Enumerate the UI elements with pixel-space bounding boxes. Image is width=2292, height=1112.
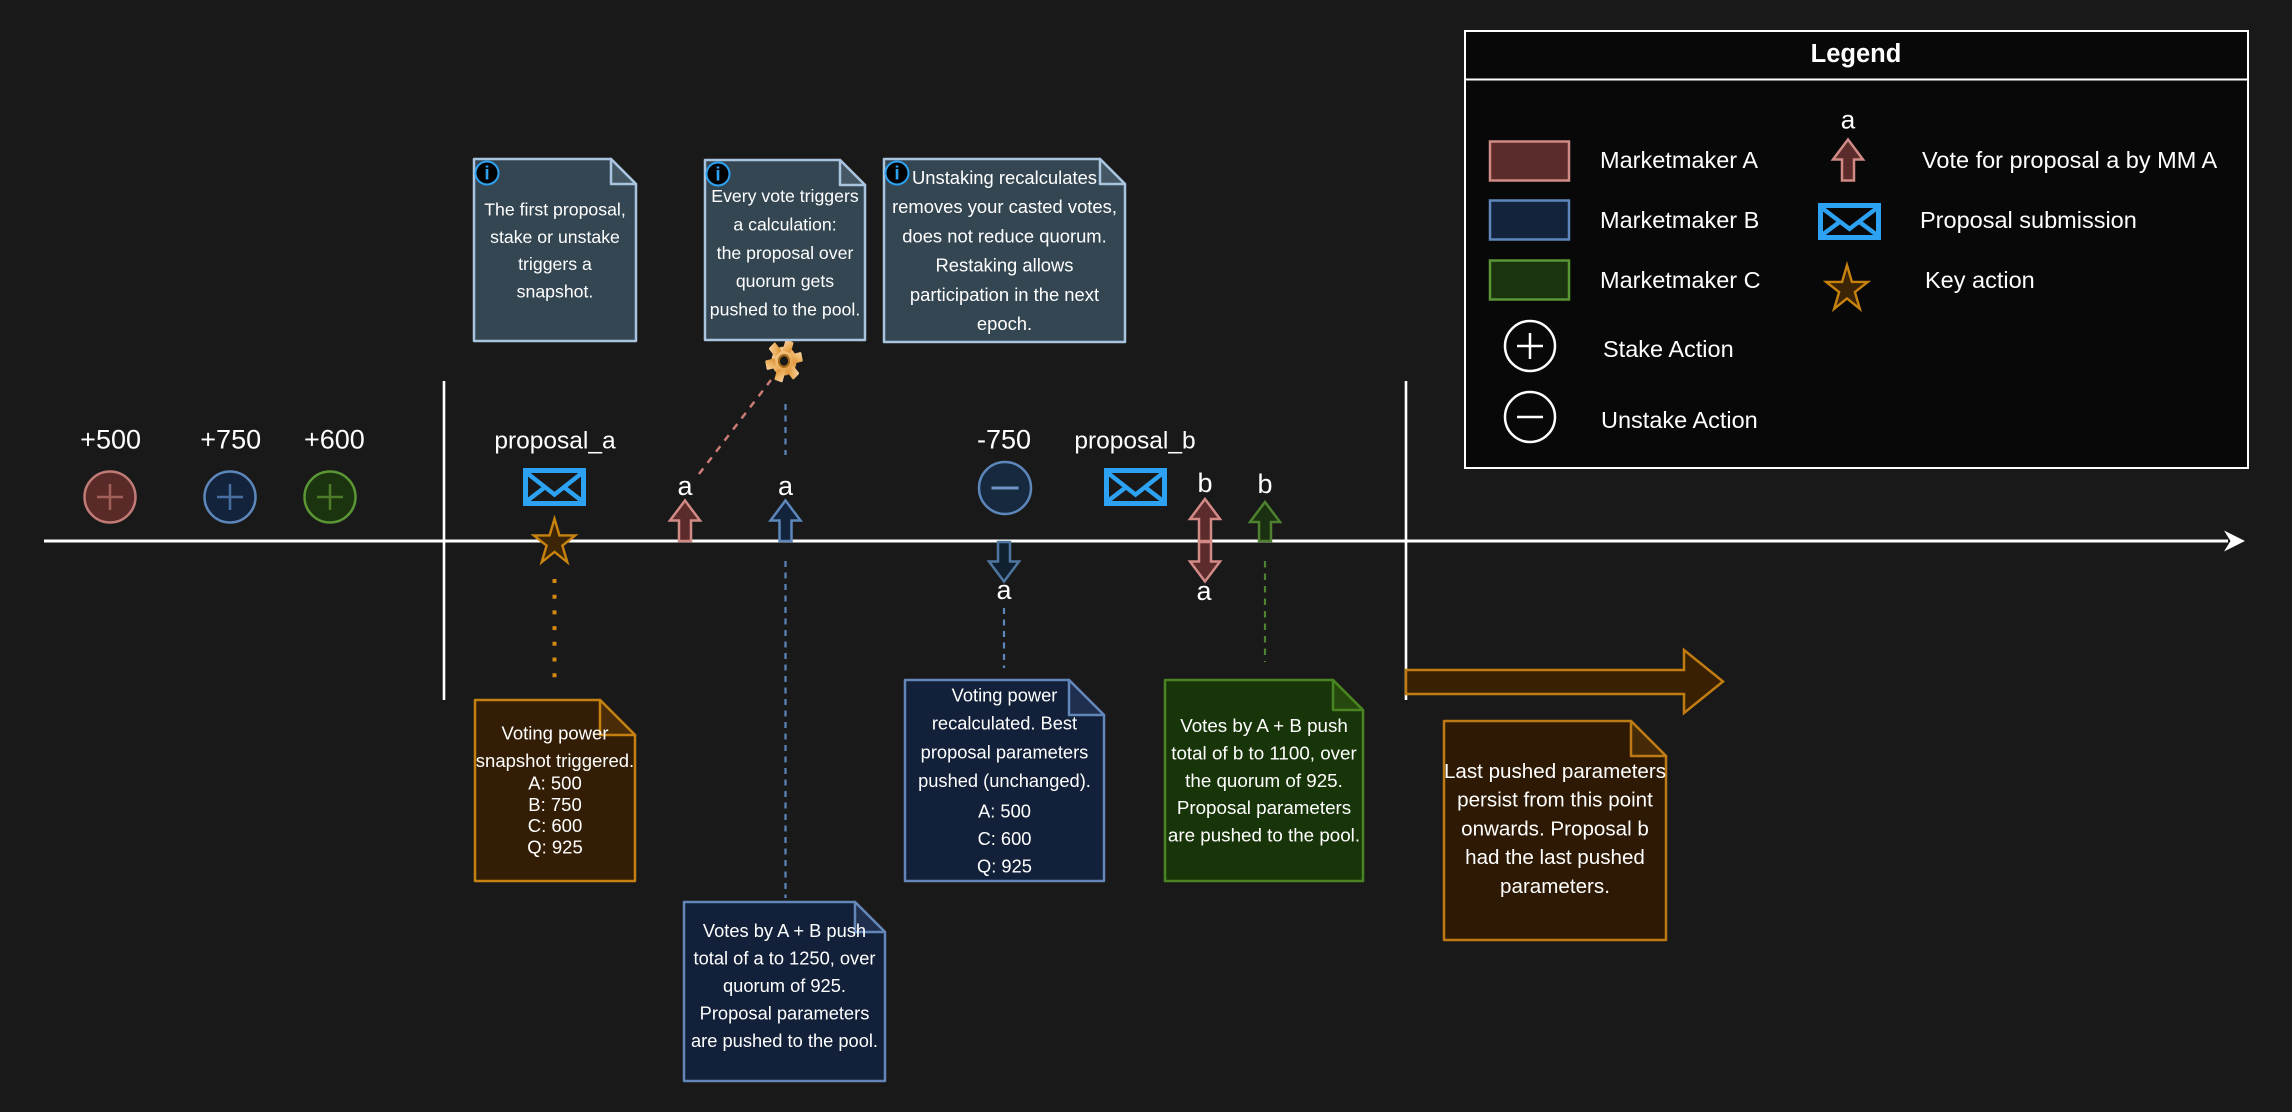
svg-text:Voting power: Voting power <box>502 723 609 744</box>
svg-text:the quorum of 925.: the quorum of 925. <box>1185 770 1343 791</box>
svg-text:snapshot triggered.: snapshot triggered. <box>476 750 634 771</box>
svg-text:Stake Action: Stake Action <box>1603 336 1734 362</box>
svg-text:Votes by A + B push: Votes by A + B push <box>1180 715 1348 736</box>
svg-text:are pushed to the pool.: are pushed to the pool. <box>1168 825 1360 846</box>
svg-text:quorum gets: quorum gets <box>736 271 834 291</box>
svg-text:Proposal submission: Proposal submission <box>1920 207 2137 233</box>
svg-text:triggers a: triggers a <box>518 254 592 274</box>
svg-text:C: 600: C: 600 <box>528 815 583 836</box>
svg-text:A: 500: A: 500 <box>978 800 1031 821</box>
svg-text:epoch.: epoch. <box>977 313 1032 334</box>
svg-text:+500: +500 <box>80 425 141 455</box>
svg-text:Vote for proposal a by MM A: Vote for proposal a by MM A <box>1922 147 2218 173</box>
svg-text:proposal_b: proposal_b <box>1074 428 1195 455</box>
svg-text:proposal parameters: proposal parameters <box>921 741 1089 762</box>
svg-text:snapshot.: snapshot. <box>517 281 594 301</box>
svg-text:Every vote triggers: Every vote triggers <box>711 186 859 206</box>
svg-text:stake or unstake: stake or unstake <box>490 227 620 247</box>
svg-text:i: i <box>715 165 720 186</box>
svg-text:removes your casted votes,: removes your casted votes, <box>892 196 1117 217</box>
svg-text:Key action: Key action <box>1925 267 2035 293</box>
svg-text:persist from this point: persist from this point <box>1457 789 1653 812</box>
svg-text:participation in the next: participation in the next <box>910 284 1099 305</box>
svg-text:Restaking allows: Restaking allows <box>936 255 1074 276</box>
svg-text:a: a <box>677 471 693 501</box>
svg-text:i: i <box>894 164 899 185</box>
svg-text:total of a to 1250, over: total of a to 1250, over <box>694 948 876 969</box>
svg-text:pushed to the pool.: pushed to the pool. <box>710 300 860 320</box>
svg-text:The first proposal,: The first proposal, <box>484 200 626 220</box>
svg-text:Proposal parameters: Proposal parameters <box>1177 797 1351 818</box>
svg-text:Unstaking recalculates: Unstaking recalculates <box>912 167 1097 188</box>
svg-text:i: i <box>484 164 489 185</box>
svg-text:+750: +750 <box>200 425 261 455</box>
svg-text:B: 750: B: 750 <box>528 794 582 815</box>
svg-text:does not reduce quorum.: does not reduce quorum. <box>902 225 1106 246</box>
svg-text:Q: 925: Q: 925 <box>977 855 1032 876</box>
svg-text:a: a <box>996 575 1012 605</box>
svg-text:Unstake Action: Unstake Action <box>1601 407 1758 433</box>
svg-text:a: a <box>1841 105 1856 135</box>
svg-text:a: a <box>778 471 794 501</box>
svg-text:proposal_a: proposal_a <box>494 428 616 455</box>
svg-text:Votes by A + B push: Votes by A + B push <box>703 920 866 941</box>
svg-text:+600: +600 <box>304 425 365 455</box>
svg-text:parameters.: parameters. <box>1500 875 1610 898</box>
svg-text:b: b <box>1257 469 1272 499</box>
svg-text:pushed (unchanged).: pushed (unchanged). <box>918 770 1091 791</box>
svg-text:C: 600: C: 600 <box>978 828 1032 849</box>
svg-text:b: b <box>1197 468 1212 498</box>
svg-text:are pushed to the pool.: are pushed to the pool. <box>691 1030 878 1051</box>
svg-text:had the last pushed: had the last pushed <box>1465 846 1645 869</box>
svg-text:the proposal over: the proposal over <box>717 243 854 263</box>
svg-text:Proposal parameters: Proposal parameters <box>700 1003 870 1024</box>
svg-text:A: 500: A: 500 <box>528 773 582 794</box>
svg-text:Marketmaker B: Marketmaker B <box>1600 207 1759 233</box>
svg-text:Q: 925: Q: 925 <box>527 837 583 858</box>
svg-text:Marketmaker C: Marketmaker C <box>1600 267 1761 293</box>
svg-text:a: a <box>1196 576 1212 606</box>
svg-text:recalculated. Best: recalculated. Best <box>932 713 1077 734</box>
svg-text:quorum of 925.: quorum of 925. <box>723 975 846 996</box>
svg-text:-750: -750 <box>977 425 1031 455</box>
svg-text:total of b to 1100, over: total of b to 1100, over <box>1171 742 1357 763</box>
svg-text:a calculation:: a calculation: <box>733 214 836 234</box>
svg-text:onwards. Proposal b: onwards. Proposal b <box>1461 817 1649 840</box>
svg-text:Voting power: Voting power <box>952 684 1058 705</box>
svg-text:Marketmaker A: Marketmaker A <box>1600 147 1758 173</box>
svg-text:Legend: Legend <box>1811 40 1902 68</box>
svg-text:Last pushed parameters: Last pushed parameters <box>1444 760 1666 783</box>
